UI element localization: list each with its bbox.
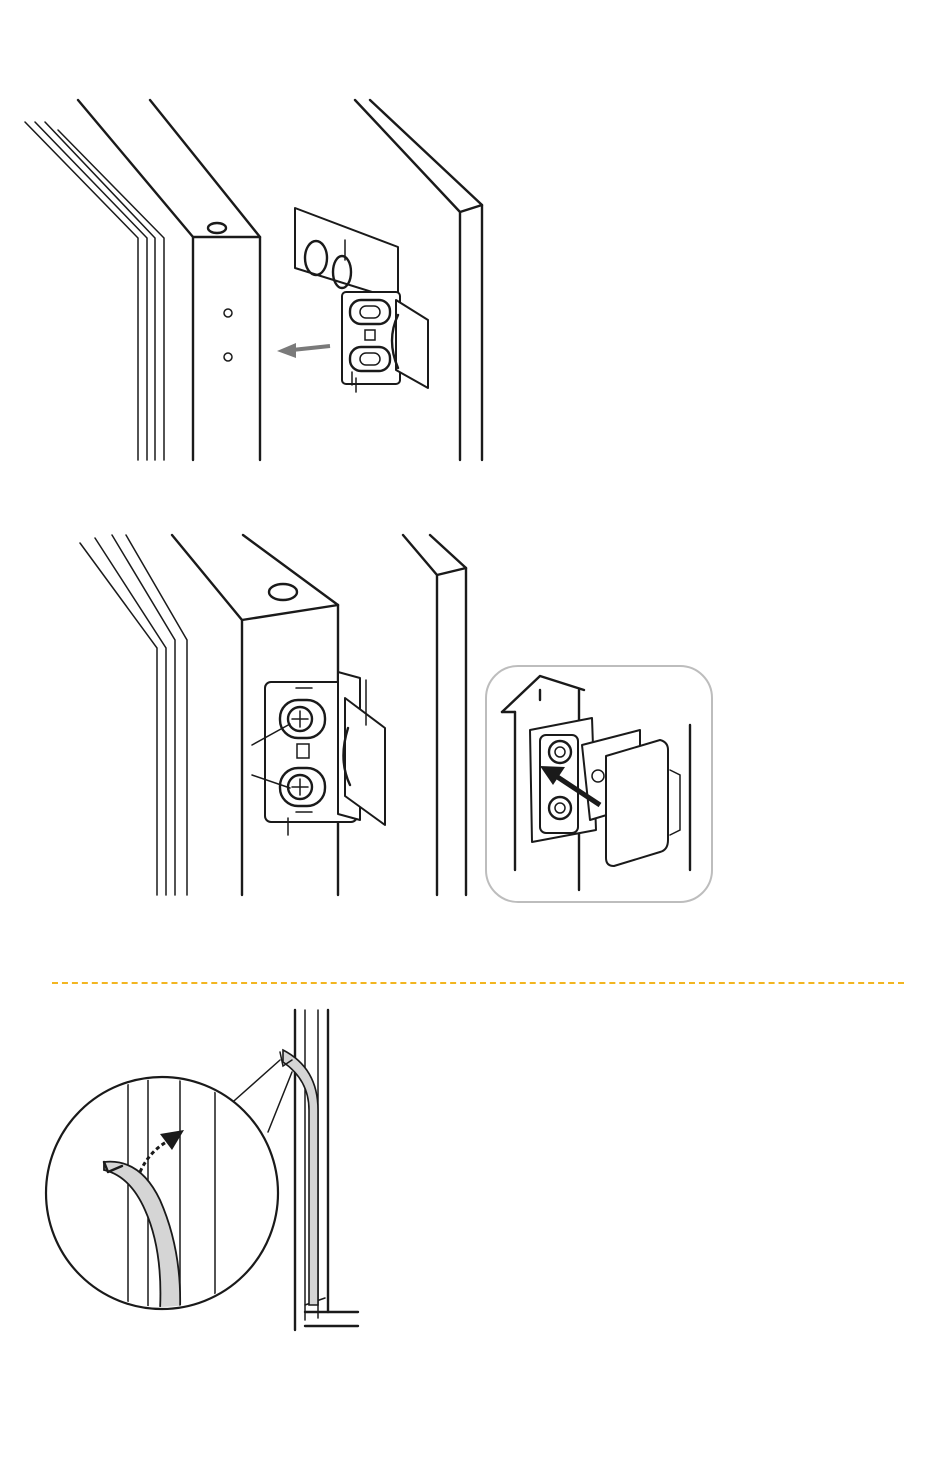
step-3-illustration <box>0 0 950 1476</box>
